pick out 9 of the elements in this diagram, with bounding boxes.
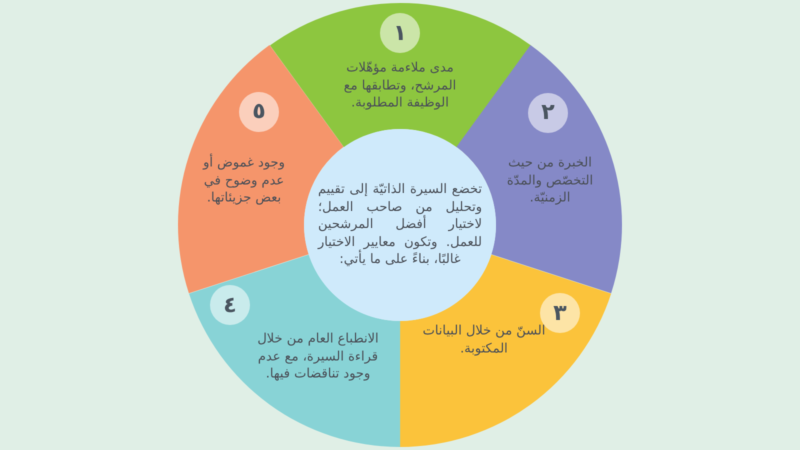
criterion-text: وجود غموض أو عدم وضوح في بعض جزيئاتها. bbox=[202, 154, 286, 208]
intro-text: تخضع السيرة الذاتيّة إلى تقييم وتحليل من صاحب العمل؛ لاختيار أفضل المرشحين للعمل. وتكون معايير الاختيار غالبًا، بناءً على ما يأتي: bbox=[318, 181, 482, 269]
number-circle: ١ bbox=[380, 13, 420, 53]
criterion-text: الخبرة من حيث التخصّص والمدّة الزمنيّة. bbox=[506, 154, 594, 208]
number-circle: ٥ bbox=[239, 92, 279, 132]
number-circle: ٢ bbox=[528, 92, 568, 133]
criterion-text: مدى ملاءمة مؤهّلات المرشح، وتطابقها مع الوظيفة المطلوبة. bbox=[342, 60, 458, 112]
number-circle: ٤ bbox=[210, 285, 250, 325]
criterion-text: الانطباع العام من خلال قراءة السيرة، مع عدم وجود تناقضات فيها. bbox=[256, 330, 380, 384]
